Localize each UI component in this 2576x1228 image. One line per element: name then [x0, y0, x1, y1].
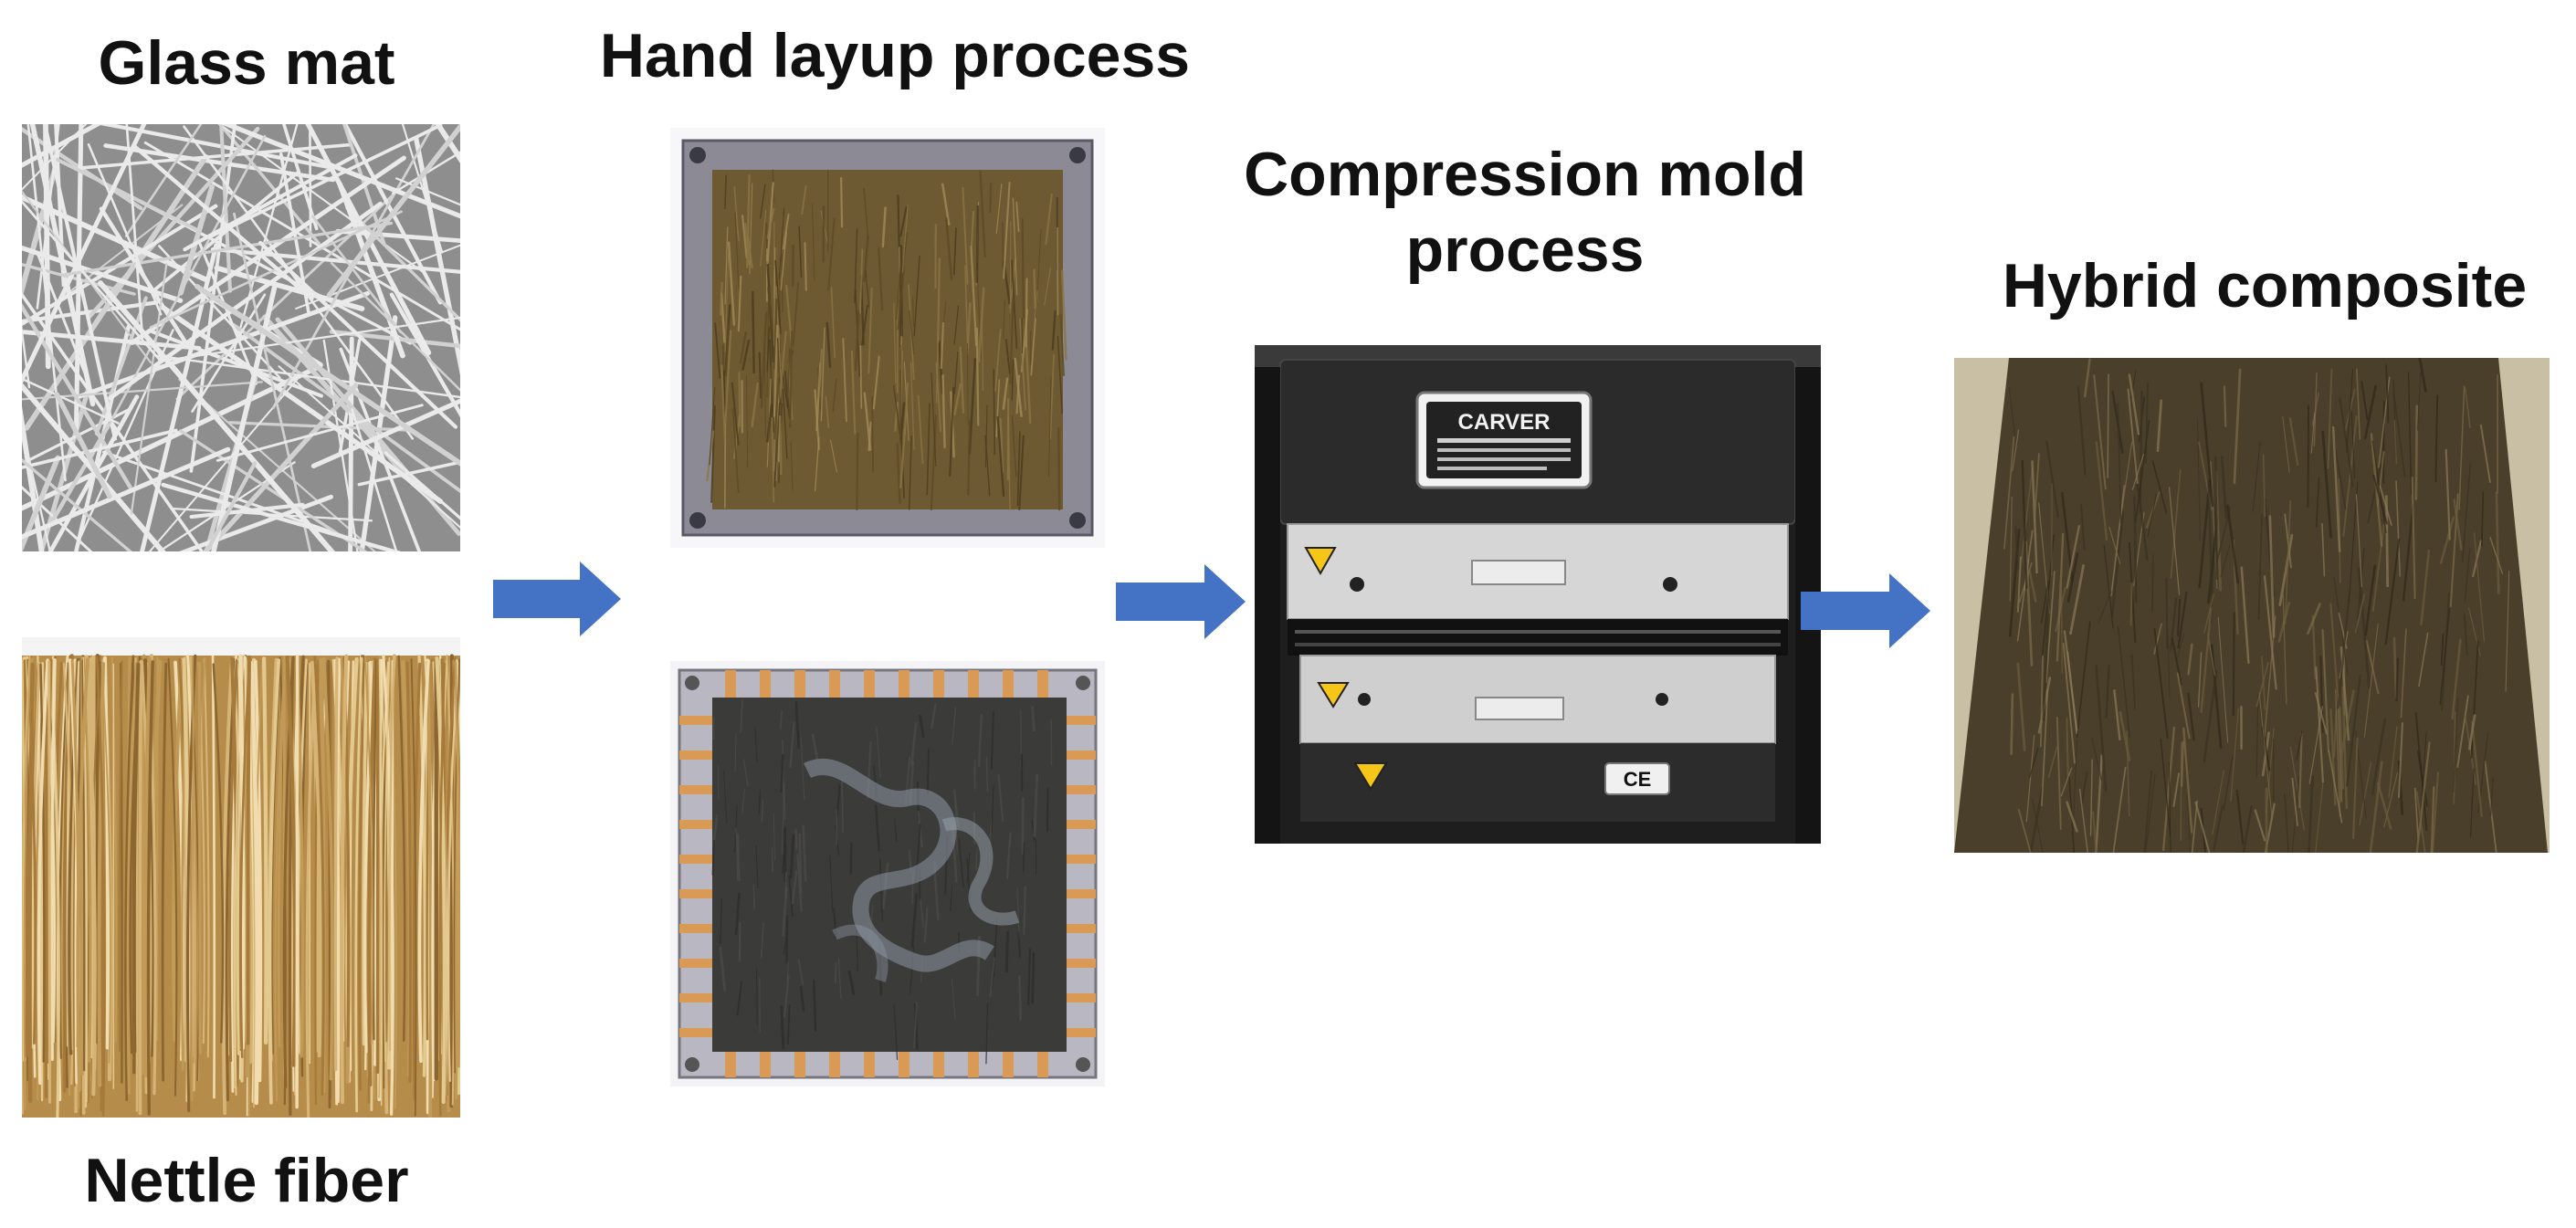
compression-press-image: CARVER CE — [1255, 345, 1821, 844]
press-brand-text: CARVER — [1458, 410, 1551, 435]
arrow-right-icon — [1116, 564, 1246, 639]
label-glass-mat: Glass mat — [98, 28, 395, 98]
arrow-right-icon — [493, 562, 621, 636]
hand-layup-image-bottom — [670, 661, 1105, 1086]
ce-mark-text: CE — [1624, 768, 1652, 791]
label-compression-line2: process — [1405, 215, 1645, 285]
glass-mat-image — [22, 124, 460, 551]
hand-layup-image-top — [670, 128, 1105, 548]
label-hybrid-composite: Hybrid composite — [2002, 251, 2528, 320]
label-compression-mold: Compression mold process — [1187, 137, 1863, 289]
label-nettle-fiber: Nettle fiber — [84, 1146, 409, 1215]
label-compression-line1: Compression mold — [1244, 140, 1806, 209]
arrow-right-icon — [1801, 573, 1930, 648]
hybrid-composite-image — [1954, 358, 2550, 853]
label-hand-layup: Hand layup process — [599, 21, 1191, 90]
nettle-fiber-image — [22, 637, 460, 1118]
